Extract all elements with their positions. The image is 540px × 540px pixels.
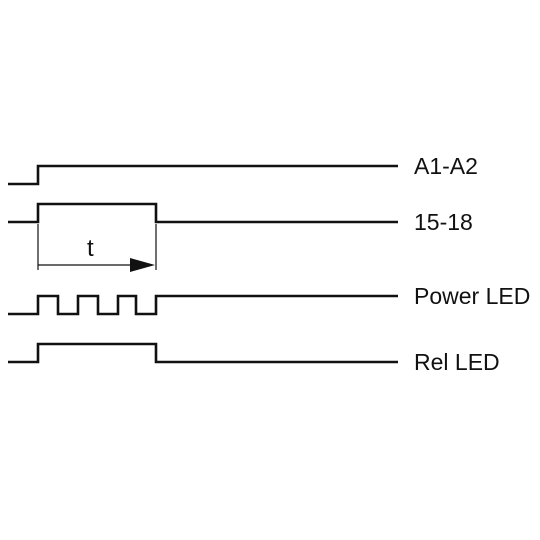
signal-rel-label: Rel LED xyxy=(414,349,500,375)
signal-1518-waveform xyxy=(8,202,398,224)
signal-a1a2-label: A1-A2 xyxy=(414,153,478,179)
time-arrow-head xyxy=(130,258,155,272)
signal-power-label: Power LED xyxy=(414,283,530,309)
signal-1518-label: 15-18 xyxy=(414,209,473,235)
signal-a1a2-waveform xyxy=(8,164,398,186)
signal-power-waveform xyxy=(8,294,398,316)
time-label: t xyxy=(87,235,94,262)
signal-rel-waveform xyxy=(8,342,398,364)
